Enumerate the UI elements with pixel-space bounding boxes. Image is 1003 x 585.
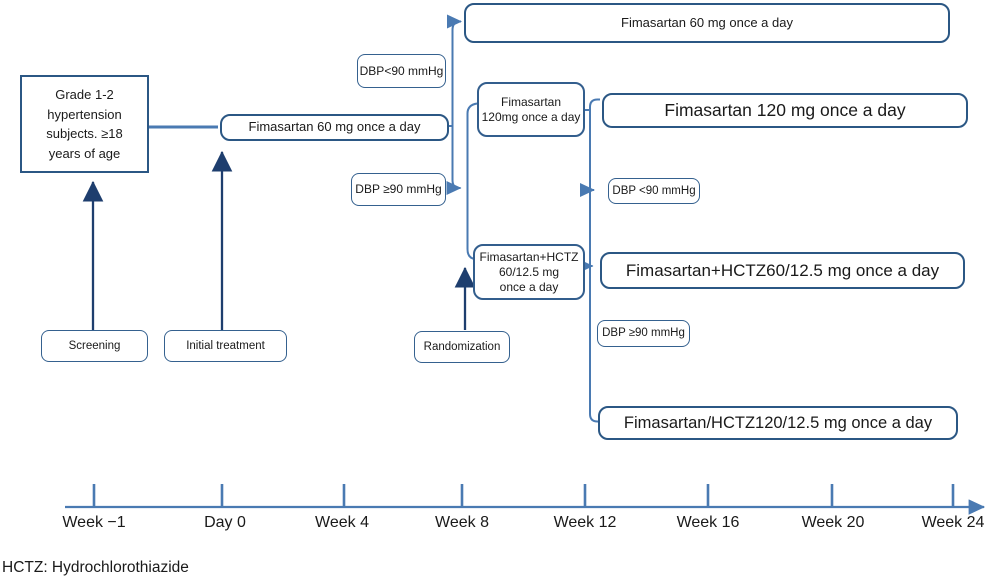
screening-stage-box: Screening (41, 330, 148, 362)
timeline-label: Week 8 (435, 514, 489, 531)
randomization-bracket (466, 102, 478, 260)
hctz-footnote: HCTZ: Hydrochlorothiazide (2, 559, 189, 576)
condition-dbp-ge90-first-box: DBP ≥90 mmHg (351, 173, 446, 206)
randomization-stage-box: Randomization (414, 331, 510, 363)
condition-dbp-ge90-second-box: DBP ≥90 mmHg (597, 320, 690, 347)
initial-treatment-drug-box: Fimasartan 60 mg once a day (220, 114, 449, 141)
timeline-label: Week 20 (801, 514, 865, 531)
timeline-label: Week 4 (315, 514, 369, 531)
fhctz120-uptitration-arm-box: Fimasartan/HCTZ120/12.5 mg once a day (598, 406, 958, 440)
f120-continue-arm-box: Fimasartan 120 mg once a day (602, 93, 968, 128)
condition-dbp-lt90-first-box: DBP<90 mmHg (357, 54, 446, 88)
population-box: Grade 1-2 hypertension subjects. ≥18 yea… (20, 75, 149, 173)
timeline-label: Week 24 (921, 514, 985, 531)
timeline-label: Week 12 (553, 514, 617, 531)
timeline-ticks (92, 484, 955, 506)
f120-titration-box: Fimasartan 120mg once a day (477, 82, 585, 137)
timeline-label: Day 0 (204, 514, 246, 531)
timeline-label: Week −1 (62, 514, 126, 531)
initial-treatment-stage-box: Initial treatment (164, 330, 287, 362)
split1-up-branch (449, 22, 461, 127)
timeline-label: Week 16 (676, 514, 740, 531)
condition-dbp-lt90-second-box: DBP <90 mmHg (608, 178, 700, 204)
fhctz60-continue-arm-box: Fimasartan+HCTZ60/12.5 mg once a day (600, 252, 965, 289)
split1-down-branch (446, 126, 462, 195)
split2-bracket (589, 98, 600, 423)
continue-60mg-arm-box: Fimasartan 60 mg once a day (464, 3, 950, 43)
fhctz60-titration-box: Fimasartan+HCTZ 60/12.5 mg once a day (473, 244, 585, 300)
